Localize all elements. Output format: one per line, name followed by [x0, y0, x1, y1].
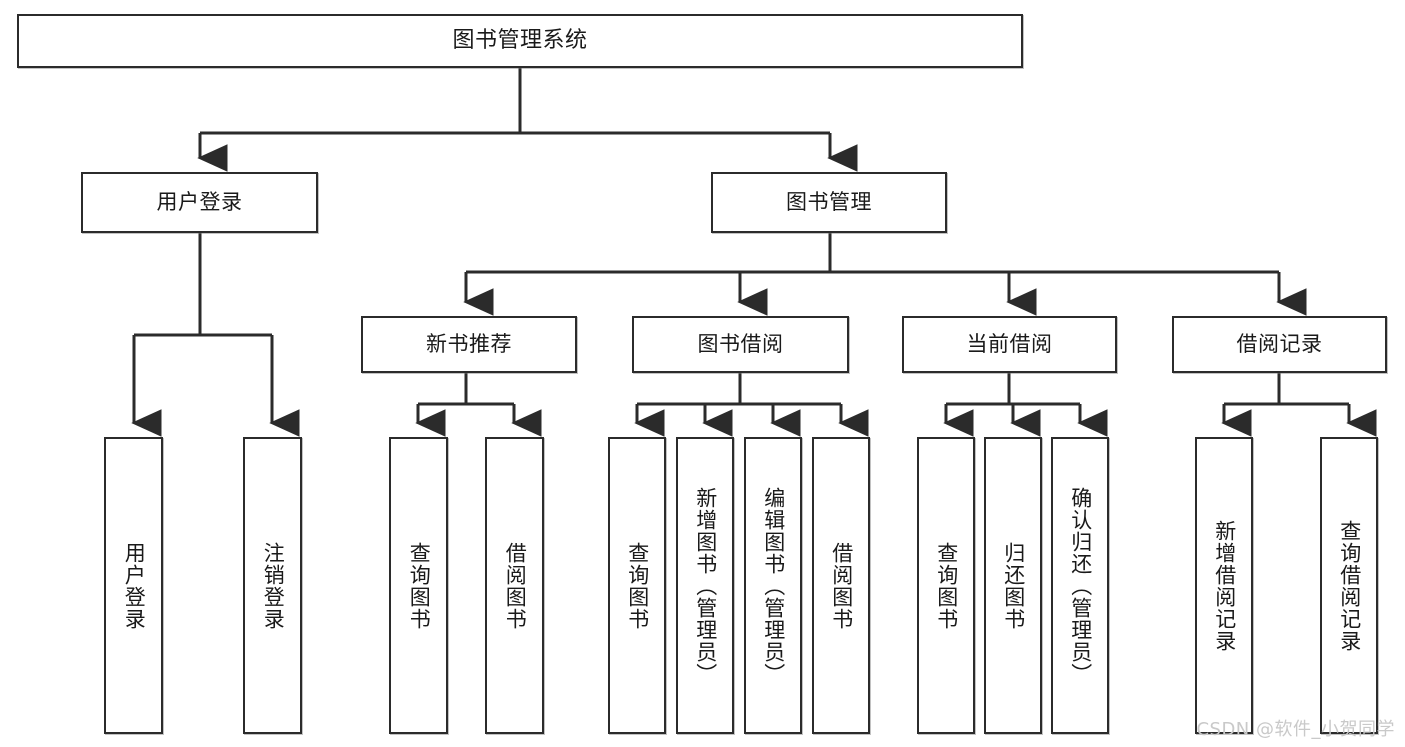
- node-leaf-edit-book-admin-label: 编辑图书（管理员）: [761, 486, 786, 685]
- node-book-management-label: 图书管理: [786, 190, 872, 215]
- node-leaf-borrow-book[interactable]: 借阅图书: [812, 437, 870, 734]
- node-leaf-edit-book-admin[interactable]: 编辑图书（管理员）: [744, 437, 802, 734]
- node-leaf-query-book-recommend-label: 查询图书: [407, 541, 432, 630]
- node-book-management[interactable]: 图书管理: [711, 172, 947, 233]
- node-leaf-confirm-return-admin[interactable]: 确认归还（管理员）: [1051, 437, 1109, 734]
- node-leaf-query-borrow-record[interactable]: 查询借阅记录: [1320, 437, 1378, 734]
- node-borrow-record-label: 借阅记录: [1236, 332, 1323, 357]
- node-leaf-borrow-book-recommend-label: 借阅图书: [503, 541, 528, 630]
- node-leaf-logout[interactable]: 注销登录: [243, 437, 302, 734]
- csdn-watermark: CSDN @软件_小贺同学: [1196, 719, 1395, 740]
- node-current-borrow-label: 当前借阅: [966, 332, 1053, 357]
- node-leaf-query-book-borrow[interactable]: 查询图书: [608, 437, 666, 734]
- node-leaf-add-borrow-record[interactable]: 新增借阅记录: [1195, 437, 1253, 734]
- node-leaf-logout-label: 注销登录: [261, 541, 286, 630]
- node-leaf-borrow-book-label: 借阅图书: [829, 541, 854, 630]
- node-leaf-add-borrow-record-label: 新增借阅记录: [1212, 519, 1237, 652]
- node-leaf-query-book-current-label: 查询图书: [934, 541, 959, 630]
- node-user-login[interactable]: 用户登录: [81, 172, 318, 233]
- node-leaf-user-login-label: 用户登录: [122, 541, 147, 630]
- node-current-borrow[interactable]: 当前借阅: [902, 316, 1117, 373]
- node-leaf-borrow-book-recommend[interactable]: 借阅图书: [485, 437, 544, 734]
- node-user-login-label: 用户登录: [156, 190, 243, 215]
- node-book-borrow-label: 图书借阅: [697, 332, 784, 357]
- node-leaf-add-book-admin[interactable]: 新增图书（管理员）: [676, 437, 734, 734]
- node-leaf-return-book-label: 归还图书: [1001, 541, 1026, 630]
- node-leaf-query-book-borrow-label: 查询图书: [625, 541, 650, 630]
- node-new-book-recommend[interactable]: 新书推荐: [361, 316, 577, 373]
- node-leaf-add-book-admin-label: 新增图书（管理员）: [693, 486, 718, 685]
- node-leaf-confirm-return-admin-label: 确认归还（管理员）: [1068, 486, 1093, 685]
- node-leaf-query-book-recommend[interactable]: 查询图书: [389, 437, 448, 734]
- node-root-system-label: 图书管理系统: [452, 28, 588, 54]
- node-leaf-query-borrow-record-label: 查询借阅记录: [1337, 519, 1362, 652]
- node-leaf-query-book-current[interactable]: 查询图书: [917, 437, 975, 734]
- node-borrow-record[interactable]: 借阅记录: [1172, 316, 1387, 373]
- node-root-system[interactable]: 图书管理系统: [17, 14, 1023, 68]
- node-new-book-recommend-label: 新书推荐: [426, 332, 512, 357]
- node-leaf-return-book[interactable]: 归还图书: [984, 437, 1042, 734]
- node-leaf-user-login[interactable]: 用户登录: [104, 437, 163, 734]
- node-book-borrow[interactable]: 图书借阅: [632, 316, 849, 373]
